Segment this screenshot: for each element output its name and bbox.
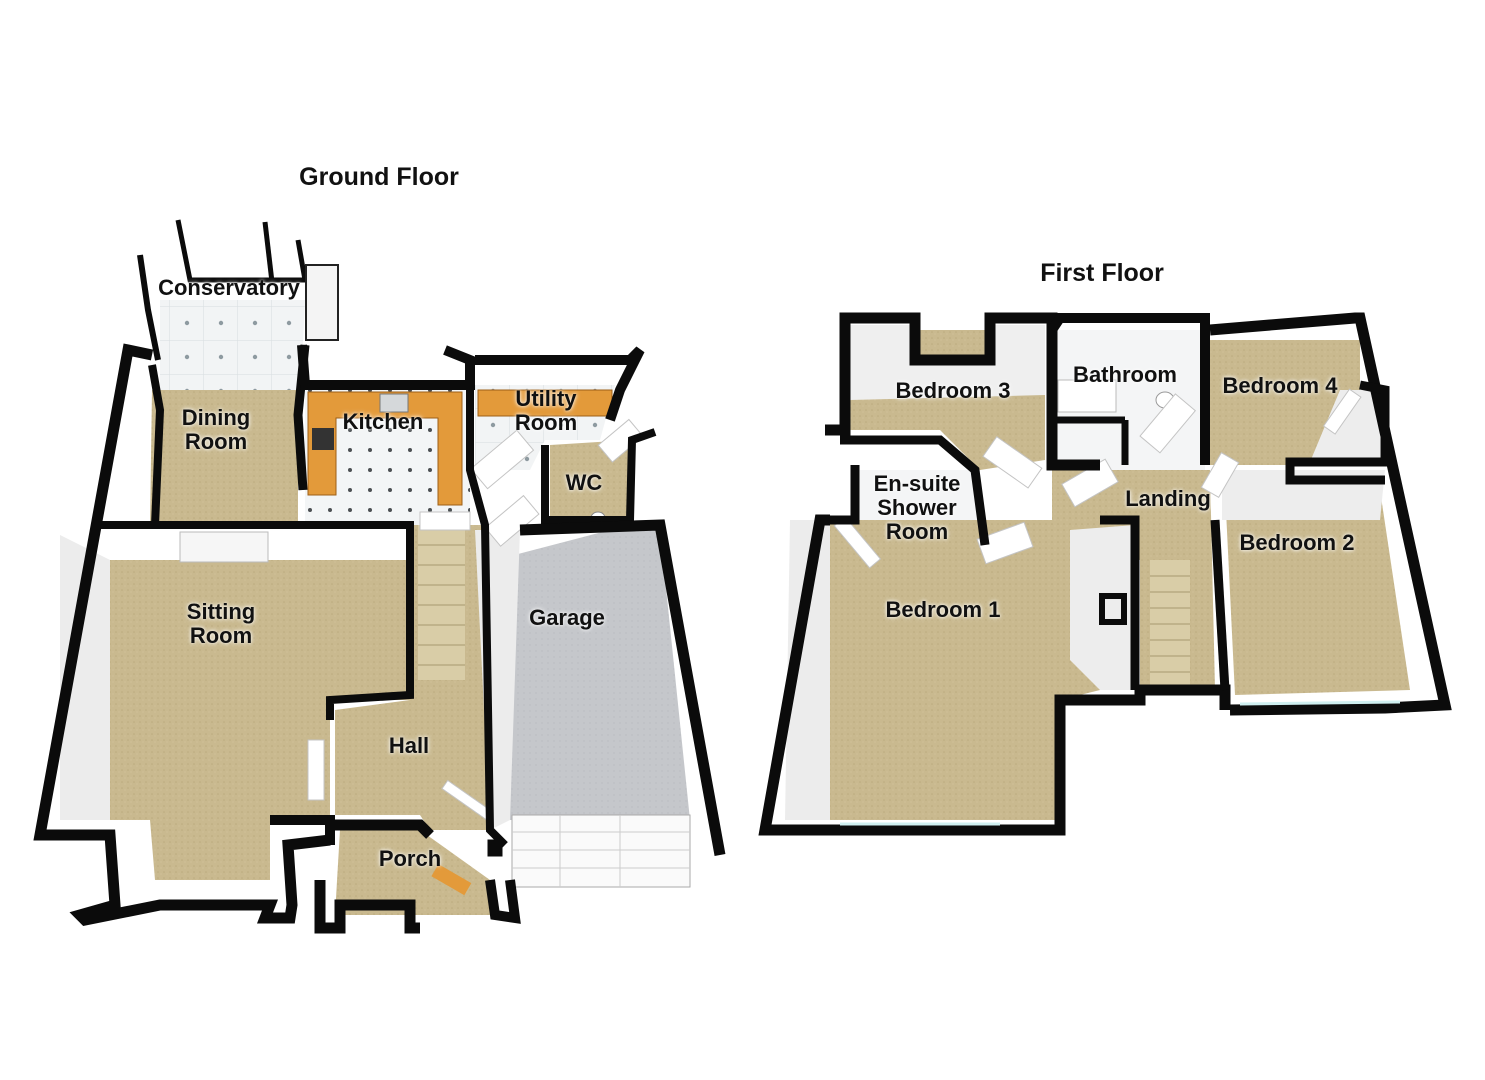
label-kitchen: Kitchen xyxy=(342,409,424,434)
label-bedroom-3: Bedroom 3 xyxy=(895,378,1011,403)
ground-floor-walls xyxy=(33,343,726,934)
label-dining-room: Dining Room xyxy=(181,405,251,454)
label-conservatory: Conservatory xyxy=(158,275,300,300)
label-wc: WC xyxy=(565,470,603,495)
ground-floor-title: Ground Floor xyxy=(299,163,459,191)
dining-room-floor xyxy=(150,390,298,525)
conservatory-frame xyxy=(137,254,161,361)
bedroom-2-window xyxy=(1239,700,1401,706)
first-floor-walls xyxy=(758,312,1452,836)
label-hall: Hall xyxy=(388,733,430,758)
label-sitting-room: Sitting Room xyxy=(186,599,256,648)
ground-floor-plan xyxy=(33,219,726,934)
conservatory-floor xyxy=(160,300,305,410)
sitting-room-glass-door xyxy=(179,531,269,563)
sitting-room-side-wall xyxy=(60,535,110,820)
first-floor-stairs xyxy=(1150,560,1190,688)
ground-floor-stairs xyxy=(418,525,465,680)
porch-floor xyxy=(335,830,495,915)
garage-door xyxy=(511,814,691,888)
kitchen-floor xyxy=(305,385,470,525)
label-landing: Landing xyxy=(1125,486,1211,511)
label-bedroom-1: Bedroom 1 xyxy=(885,597,1001,622)
label-bedroom-2: Bedroom 2 xyxy=(1239,530,1355,555)
sink-icon xyxy=(379,393,409,413)
porch-front-door xyxy=(431,864,472,896)
bedroom-4-wardrobe xyxy=(1310,390,1380,462)
label-garage: Garage xyxy=(529,605,605,630)
bedroom-1-side-wall xyxy=(785,520,830,820)
ground-floor-doors xyxy=(307,418,644,821)
bedroom-2-floor xyxy=(1225,490,1410,695)
garage-floor xyxy=(495,530,690,820)
wc-floor xyxy=(550,440,630,520)
label-porch: Porch xyxy=(378,846,442,871)
label-utility-room: Utility Room xyxy=(514,386,578,435)
first-floor-plan xyxy=(758,312,1452,836)
hob-icon xyxy=(312,428,334,450)
label-ensuite: En-suite Shower Room xyxy=(873,471,961,544)
conservatory-door xyxy=(305,264,339,341)
bedroom-1-floor xyxy=(790,520,1100,820)
label-bedroom-4: Bedroom 4 xyxy=(1222,373,1338,398)
conservatory-frame-2 xyxy=(175,219,308,283)
utility-worktop xyxy=(477,389,613,417)
first-floor-title: First Floor xyxy=(1040,259,1164,287)
first-floor-doors xyxy=(833,388,1362,569)
label-bathroom: Bathroom xyxy=(1073,362,1177,387)
bathtub-icon xyxy=(1057,379,1117,413)
kitchen-worktop xyxy=(307,391,463,506)
